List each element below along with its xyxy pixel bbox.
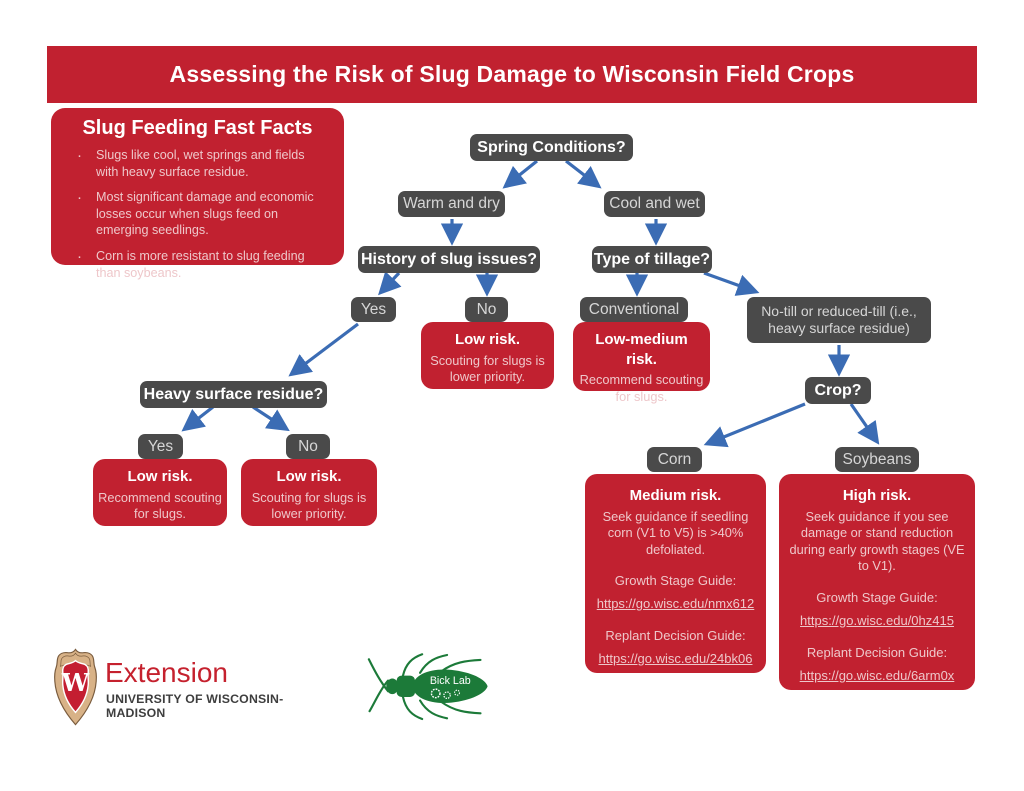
fast-fact-item: Corn is more resistant to slug feeding t… <box>75 247 330 281</box>
beetle-leg <box>440 658 482 673</box>
header-bar: Assessing the Risk of Slug Damage to Wis… <box>47 46 977 103</box>
node-conventional: Conventional <box>580 297 688 322</box>
university-wordmark: UNIVERSITY OF WISCONSIN-MADISON <box>106 692 284 720</box>
fast-facts-panel: Slug Feeding Fast Facts Slugs like cool,… <box>51 108 344 280</box>
node-no-till: No-till or reduced-till (i.e., heavy sur… <box>747 297 931 343</box>
fast-facts-list: Slugs like cool, wet springs and fields … <box>75 146 330 281</box>
replant-decision-guide-label: Replant Decision Guide: <box>605 628 746 644</box>
growth-stage-guide-link-soybeans[interactable]: https://go.wisc.edu/0hz415 <box>800 612 954 628</box>
gear-icon <box>443 691 451 699</box>
growth-stage-guide-label: Growth Stage Guide: <box>614 573 737 589</box>
gear-icon <box>430 688 441 699</box>
risk-title: Low risk. <box>454 331 521 348</box>
risk-box-corn: Medium risk. Seek guidance if seedling c… <box>585 474 766 673</box>
flow-arrow <box>703 271 760 296</box>
risk-body: Recommend scouting for slugs. <box>98 489 222 522</box>
node-history-of-slug-issues: History of slug issues? <box>358 246 540 273</box>
uw-crest-letter: W <box>61 668 90 697</box>
flow-arrow <box>252 405 290 432</box>
beetle-leg <box>418 653 449 674</box>
node-type-of-tillage: Type of tillage? <box>592 246 712 273</box>
growth-stage-guide-label: Growth Stage Guide: <box>816 590 938 605</box>
node-crop: Crop? <box>805 377 871 404</box>
flow-arrow <box>288 322 359 377</box>
node-heavy-surface-residue: Heavy surface residue? <box>140 381 327 408</box>
risk-box-residue-yes: Low risk. Recommend scouting for slugs. <box>93 459 227 526</box>
risk-title: Low-medium risk. <box>595 331 688 368</box>
gear-icon <box>454 689 461 696</box>
flow-arrow <box>181 405 214 432</box>
risk-title: Low risk. <box>127 468 193 485</box>
risk-box-soybeans: High risk. Seek guidance if you see dama… <box>779 474 975 690</box>
risk-body: Recommend scouting for slugs. <box>579 372 704 404</box>
uw-extension-logo: W Extension UNIVERSITY OF WISCONSIN-MADI… <box>52 645 332 730</box>
risk-body: Scouting for slugs is lower priority. <box>251 489 367 522</box>
node-residue-yes: Yes <box>138 434 183 459</box>
beetle-leg <box>401 695 424 721</box>
flow-arrow <box>378 271 402 296</box>
bick-lab-logo: Bick Lab <box>367 653 488 721</box>
fast-fact-item: Slugs like cool, wet springs and fields … <box>75 146 330 180</box>
beetle-leg <box>440 700 482 715</box>
node-warm-and-dry: Warm and dry <box>398 191 505 217</box>
flow-arrow <box>502 159 538 189</box>
flow-arrow <box>565 159 602 189</box>
replant-decision-guide-link-soybeans[interactable]: https://go.wisc.edu/6arm0x <box>799 667 955 683</box>
node-spring-conditions: Spring Conditions? <box>470 134 633 161</box>
node-history-no: No <box>465 297 508 322</box>
fast-facts-title: Slug Feeding Fast Facts <box>82 117 313 139</box>
risk-title: Low risk. <box>276 468 342 485</box>
uw-crest-icon: W <box>54 648 97 726</box>
beetle-leg <box>401 653 424 677</box>
risk-body: Seek guidance if seedling corn (V1 to V5… <box>602 508 749 557</box>
replant-decision-guide-label: Replant Decision Guide: <box>806 644 948 660</box>
page-title: Assessing the Risk of Slug Damage to Wis… <box>169 61 855 87</box>
bick-lab-label: Bick Lab <box>430 675 471 687</box>
risk-title: Medium risk. <box>629 487 722 504</box>
beetle-head <box>386 678 399 695</box>
node-corn: Corn <box>647 447 702 472</box>
extension-wordmark: Extension <box>105 657 228 688</box>
beetle-antenna <box>367 658 390 693</box>
node-residue-no: No <box>286 434 330 459</box>
growth-stage-guide-link-corn[interactable]: https://go.wisc.edu/nmx612 <box>596 596 755 612</box>
risk-title: High risk. <box>842 487 912 504</box>
risk-box-history-no: Low risk. Scouting for slugs is lower pr… <box>421 322 554 389</box>
beetle-antenna <box>368 679 390 713</box>
replant-decision-guide-link-corn[interactable]: https://go.wisc.edu/24bk06 <box>598 651 753 667</box>
node-soybeans: Soybeans <box>835 447 919 472</box>
fast-fact-item: Most significant damage and economic los… <box>75 188 330 239</box>
node-cool-and-wet: Cool and wet <box>604 191 705 217</box>
beetle-thorax <box>396 675 416 697</box>
risk-body: Seek guidance if you see damage or stand… <box>789 508 965 574</box>
risk-box-conventional: Low-medium risk. Recommend scouting for … <box>573 322 710 404</box>
node-history-yes: Yes <box>351 297 396 322</box>
flow-arrow <box>703 402 806 448</box>
risk-box-residue-no: Low risk. Scouting for slugs is lower pr… <box>241 459 377 526</box>
risk-body: Scouting for slugs is lower priority. <box>430 352 545 385</box>
flow-arrow <box>849 403 880 445</box>
beetle-leg <box>418 699 449 720</box>
